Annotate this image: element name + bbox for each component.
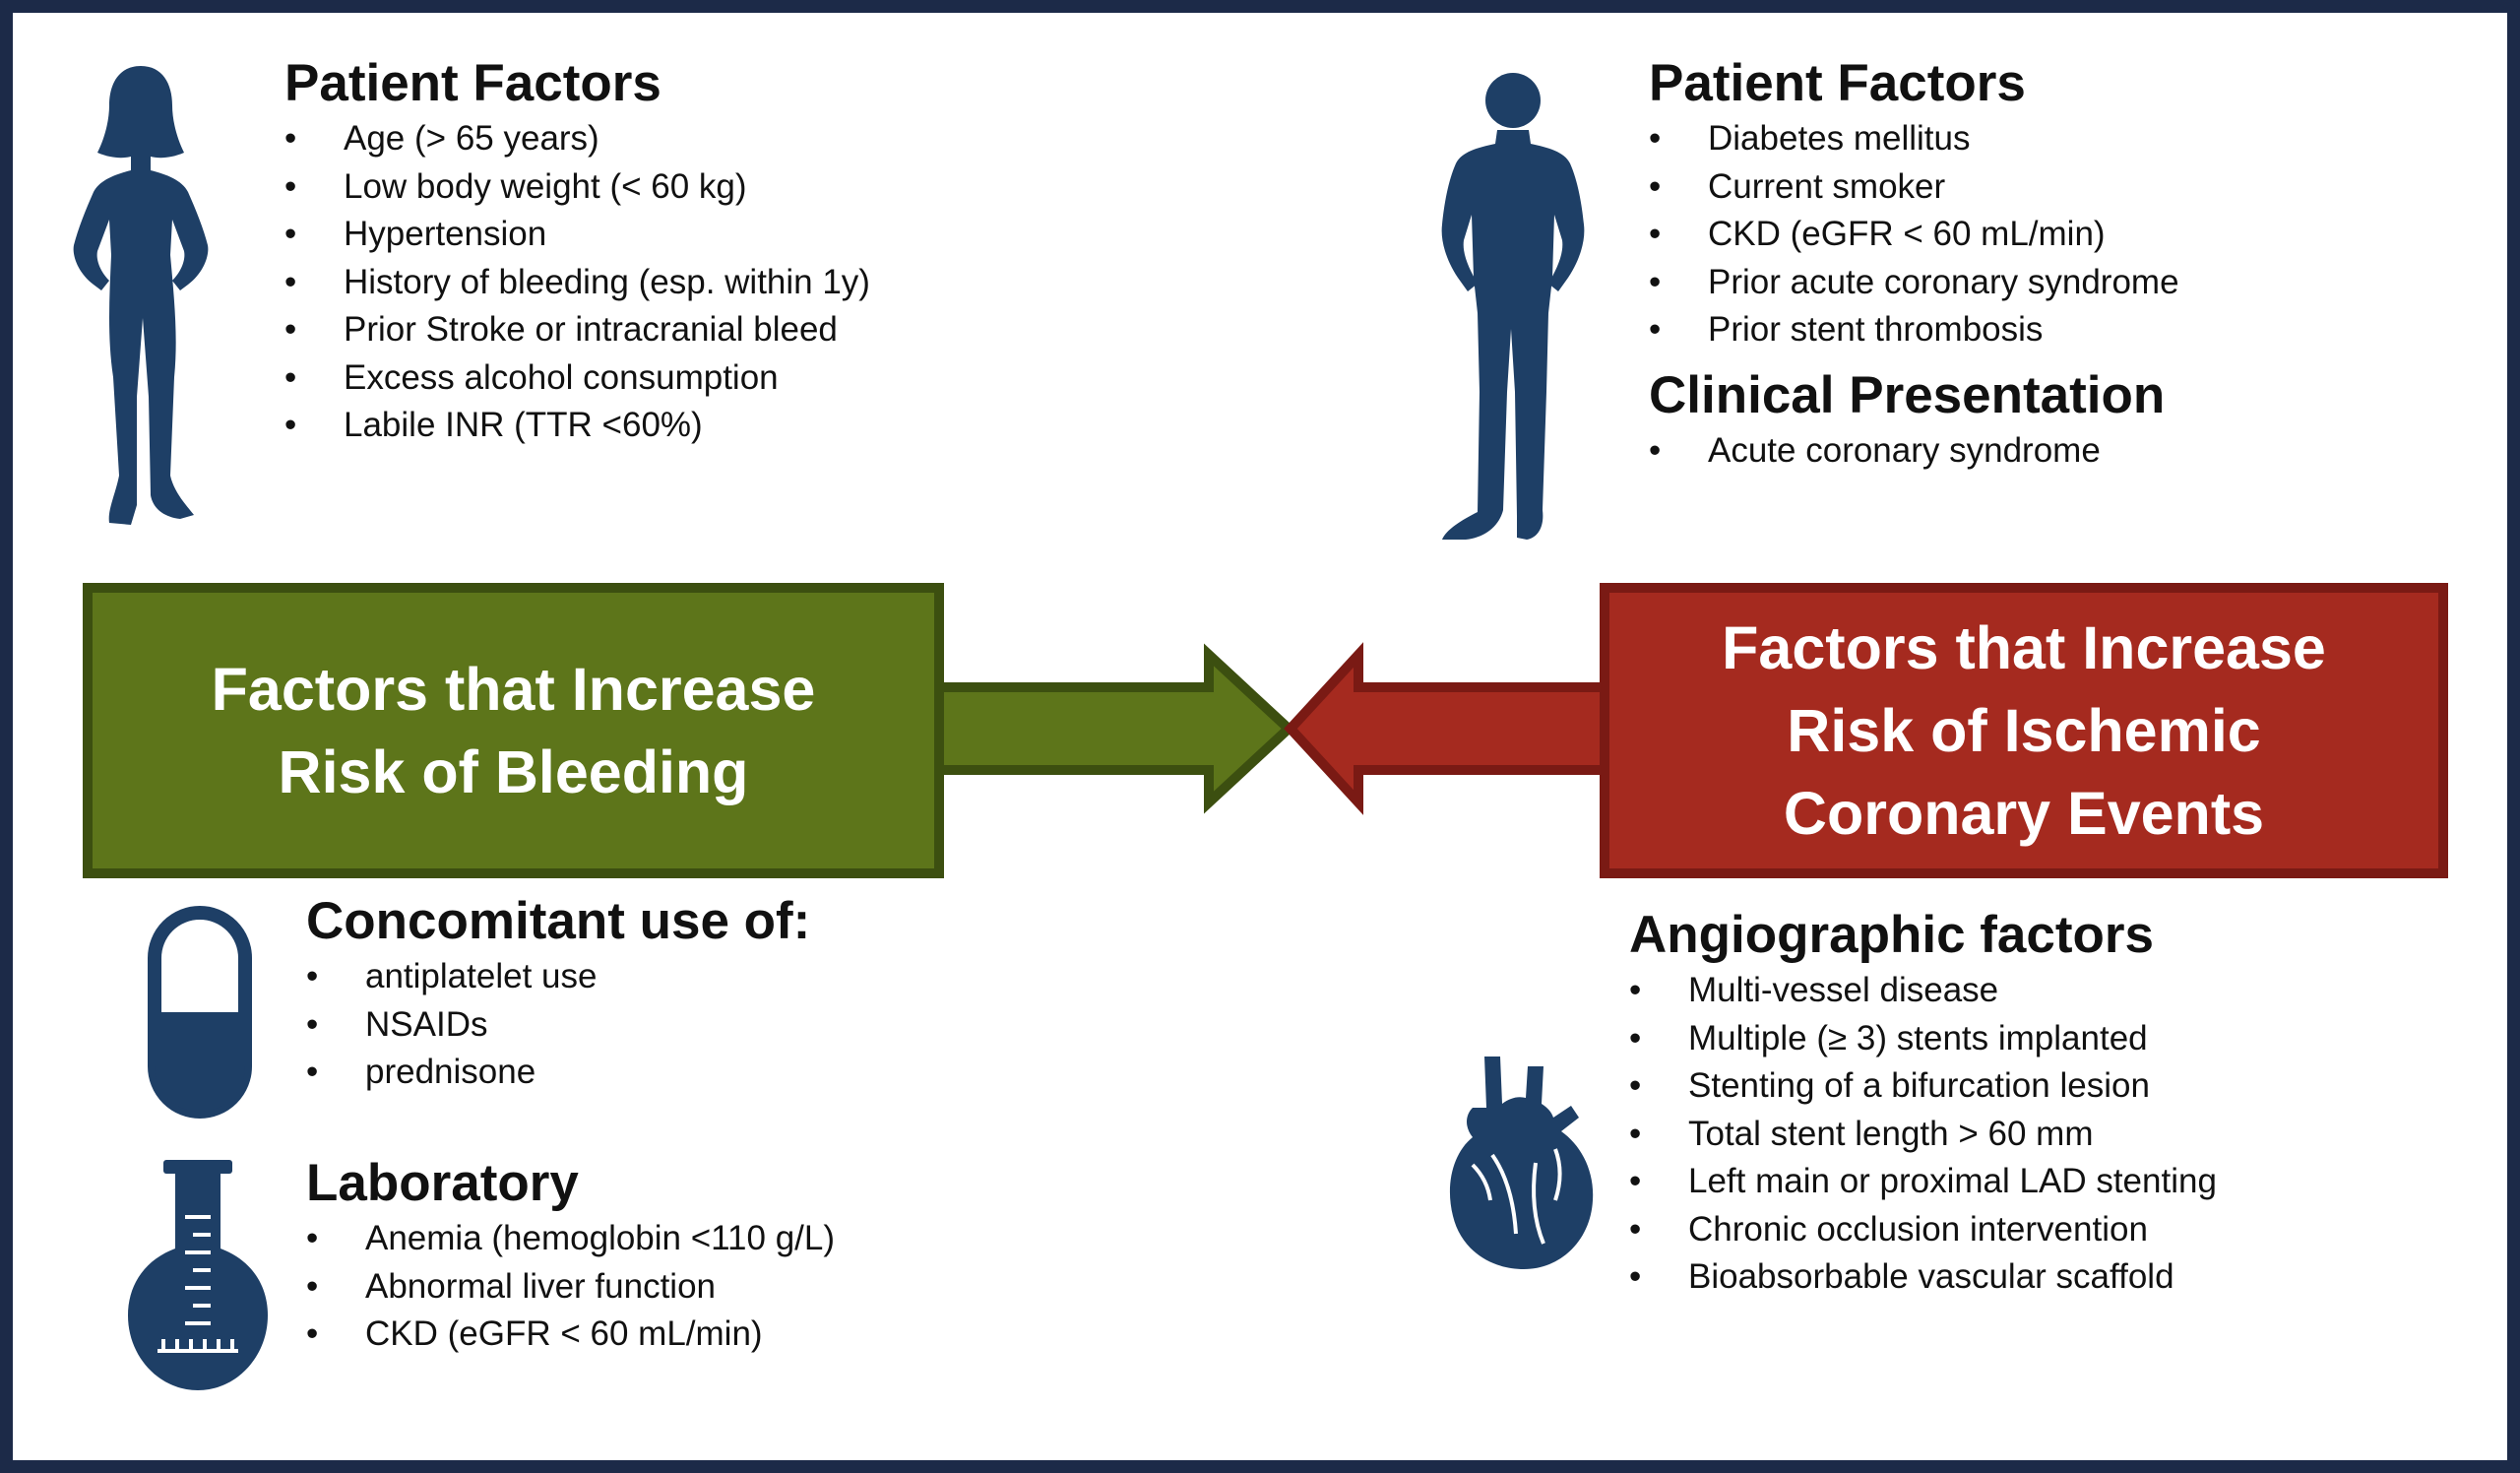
list-item: Left main or proximal LAD stenting xyxy=(1629,1158,2217,1206)
list-item: Stenting of a bifurcation lesion xyxy=(1629,1062,2217,1111)
list-item: Multiple (≥ 3) stents implanted xyxy=(1629,1015,2217,1063)
bleeding-patient-factors-list: Age (> 65 years) Low body weight (< 60 k… xyxy=(284,115,870,450)
bleeding-patient-factors-title: Patient Factors xyxy=(284,54,662,112)
flask-icon xyxy=(128,1160,268,1390)
list-item: Multi-vessel disease xyxy=(1629,967,2217,1015)
list-item: Excess alcohol consumption xyxy=(284,354,870,403)
angiographic-factors-title: Angiographic factors xyxy=(1629,906,2155,964)
ischemic-patient-factors-list: Diabetes mellitus Current smoker CKD (eG… xyxy=(1649,115,2179,354)
list-item: Abnormal liver function xyxy=(306,1263,835,1312)
red-arrow xyxy=(1284,642,1612,815)
list-item: Diabetes mellitus xyxy=(1649,115,2179,163)
concomitant-use-title: Concomitant use of: xyxy=(306,892,811,950)
bleeding-risk-box: Factors that Increase Risk of Bleeding xyxy=(83,583,944,878)
list-item: Prior acute coronary syndrome xyxy=(1649,259,2179,307)
list-item: prednisone xyxy=(306,1049,810,1097)
list-item: NSAIDs xyxy=(306,1001,810,1050)
angiographic-factors-list: Multi-vessel disease Multiple (≥ 3) sten… xyxy=(1629,967,2217,1302)
laboratory-title: Laboratory xyxy=(306,1154,579,1212)
concomitant-use-list: antiplatelet use NSAIDs prednisone xyxy=(306,953,810,1097)
ischemic-box-line1: Factors that Increase xyxy=(1722,614,2326,681)
clinical-presentation-section: Clinical Presentation Acute coronary syn… xyxy=(1649,364,2165,476)
bleeding-box-line2: Risk of Bleeding xyxy=(278,738,749,805)
list-item: Current smoker xyxy=(1649,163,2179,212)
list-item: Anemia (hemoglobin <110 g/L) xyxy=(306,1215,835,1263)
list-item: History of bleeding (esp. within 1y) xyxy=(284,259,870,307)
clinical-presentation-title: Clinical Presentation xyxy=(1649,366,2166,424)
infographic-canvas: Factors that Increase Risk of Bleeding F… xyxy=(13,13,2507,1460)
list-item: Total stent length > 60 mm xyxy=(1629,1111,2217,1159)
ischemic-box-line3: Coronary Events xyxy=(1783,780,2265,847)
list-item: Age (> 65 years) xyxy=(284,115,870,163)
clinical-presentation-list: Acute coronary syndrome xyxy=(1649,427,2165,476)
list-item: Hypertension xyxy=(284,211,870,259)
list-item: antiplatelet use xyxy=(306,953,810,1001)
ischemic-patient-factors: Patient Factors Diabetes mellitus Curren… xyxy=(1649,52,2179,354)
list-item: Bioabsorbable vascular scaffold xyxy=(1629,1253,2217,1302)
green-arrow xyxy=(923,643,1296,814)
ischemic-risk-box: Factors that Increase Risk of Ischemic C… xyxy=(1600,583,2448,878)
bleeding-patient-factors: Patient Factors Age (> 65 years) Low bod… xyxy=(284,52,870,450)
man-silhouette-icon xyxy=(1441,73,1585,540)
ischemic-patient-factors-title: Patient Factors xyxy=(1649,54,2026,112)
list-item: CKD (eGFR < 60 mL/min) xyxy=(1649,211,2179,259)
laboratory-section: Laboratory Anemia (hemoglobin <110 g/L) … xyxy=(306,1152,835,1359)
arrows-layer xyxy=(923,642,1612,815)
pill-capsule-icon xyxy=(148,906,252,1119)
laboratory-list: Anemia (hemoglobin <110 g/L) Abnormal li… xyxy=(306,1215,835,1359)
concomitant-use-section: Concomitant use of: antiplatelet use NSA… xyxy=(306,890,810,1097)
list-item: Low body weight (< 60 kg) xyxy=(284,163,870,212)
list-item: Labile INR (TTR <60%) xyxy=(284,402,870,450)
bleeding-box-line1: Factors that Increase xyxy=(211,656,816,723)
ischemic-box-line2: Risk of Ischemic xyxy=(1787,697,2261,764)
angiographic-factors-section: Angiographic factors Multi-vessel diseas… xyxy=(1629,904,2217,1302)
heart-icon xyxy=(1449,1057,1594,1269)
list-item: Prior stent thrombosis xyxy=(1649,306,2179,354)
list-item: Acute coronary syndrome xyxy=(1649,427,2165,476)
list-item: Prior Stroke or intracranial bleed xyxy=(284,306,870,354)
list-item: CKD (eGFR < 60 mL/min) xyxy=(306,1311,835,1359)
woman-silhouette-icon xyxy=(73,66,209,525)
list-item: Chronic occlusion intervention xyxy=(1629,1206,2217,1254)
